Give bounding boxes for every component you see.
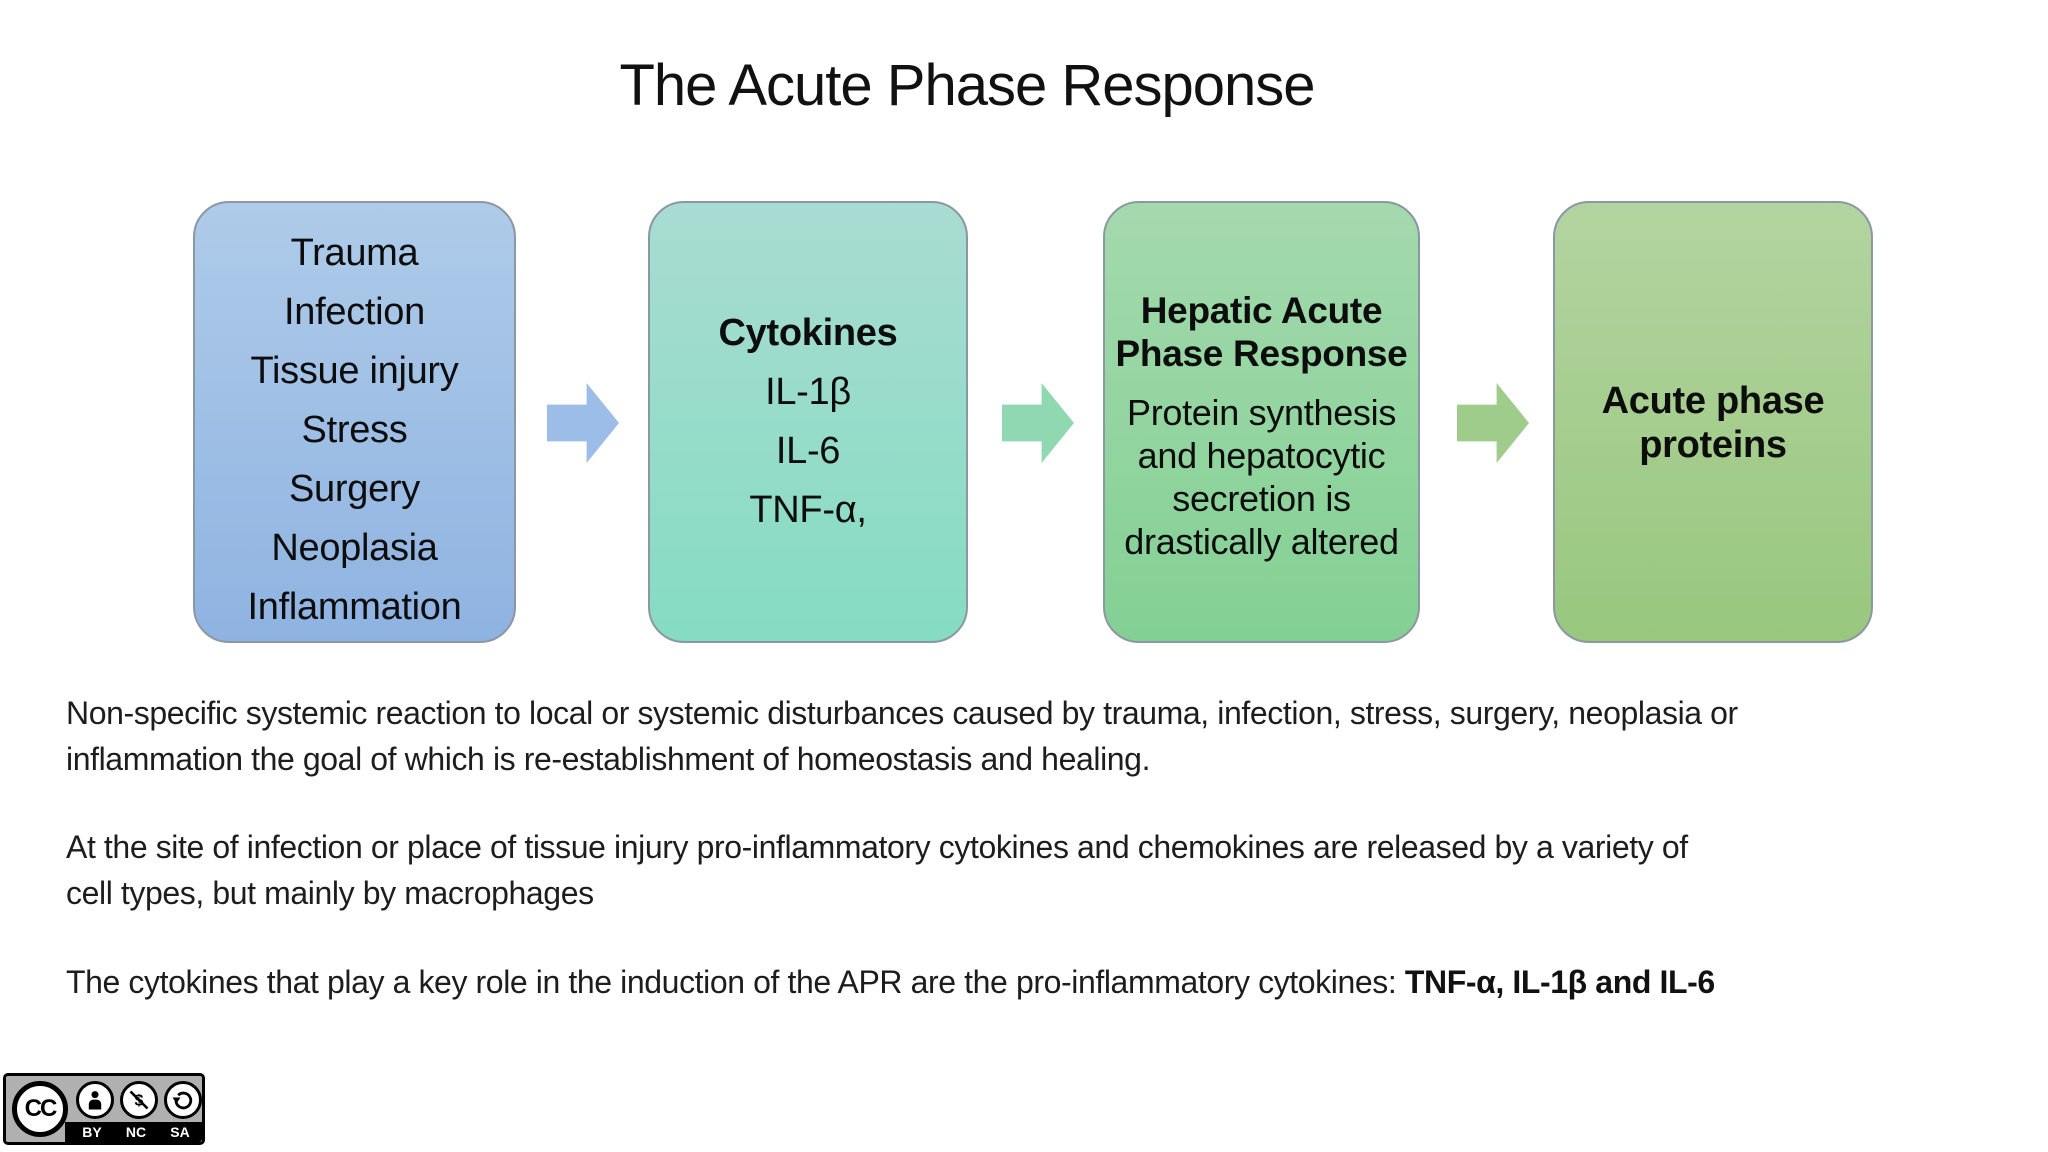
flow-box-triggers: Trauma Infection Tissue injury Stress Su… bbox=[193, 201, 516, 643]
triggers-list: Trauma Infection Tissue injury Stress Su… bbox=[195, 203, 514, 637]
paragraph-definition: Non-specific systemic reaction to local … bbox=[66, 690, 1996, 782]
cc-license-badge: CC $ BY NC SA bbox=[3, 1073, 205, 1145]
cc-label-nc: NC bbox=[125, 1124, 147, 1140]
nc-no-dollar-icon: $ bbox=[120, 1081, 158, 1119]
cytokines-list: Cytokines IL-1β IL-6 TNF-α, bbox=[650, 203, 966, 540]
right-arrow-icon bbox=[1002, 383, 1074, 463]
cc-label-bar: BY NC SA bbox=[65, 1122, 202, 1142]
paragraph-site-of-infection: At the site of infection or place of tis… bbox=[66, 824, 1996, 916]
paragraph-line: At the site of infection or place of tis… bbox=[66, 829, 1688, 865]
cc-label-by: BY bbox=[82, 1124, 102, 1140]
paragraph-line: inflammation the goal of which is re-est… bbox=[66, 741, 1151, 777]
hepatic-description-line: Protein synthesis bbox=[1126, 392, 1397, 433]
hepatic-description-line: and hepatocytic bbox=[1137, 435, 1386, 476]
proteins-heading-line: proteins bbox=[1639, 424, 1787, 466]
cytokines-heading: Cytokines bbox=[718, 312, 898, 354]
trigger-item: Tissue injury bbox=[250, 350, 459, 392]
hepatic-heading-line: Hepatic Acute bbox=[1140, 290, 1383, 331]
cc-label-sa: SA bbox=[170, 1124, 190, 1140]
hepatic-heading-line: Phase Response bbox=[1115, 333, 1408, 374]
hepatic-heading: Hepatic Acute Phase Response bbox=[1105, 203, 1418, 375]
cytokine-item: IL-6 bbox=[775, 430, 841, 472]
trigger-item: Stress bbox=[301, 409, 408, 451]
sa-share-alike-icon bbox=[164, 1081, 202, 1119]
paragraph-line: cell types, but mainly by macrophages bbox=[66, 875, 594, 911]
trigger-item: Inflammation bbox=[247, 586, 462, 628]
trigger-item: Infection bbox=[284, 291, 425, 333]
flow-box-hepatic-response: Hepatic Acute Phase Response Protein syn… bbox=[1103, 201, 1420, 643]
paragraph-line: Non-specific systemic reaction to local … bbox=[66, 695, 1738, 731]
cc-icon: CC bbox=[12, 1081, 68, 1137]
page-title: The Acute Phase Response bbox=[619, 53, 1315, 118]
paragraph-bold-cytokines: TNF-α, IL-1β and IL-6 bbox=[1404, 964, 1715, 1000]
cytokine-item: TNF-α, bbox=[749, 489, 867, 531]
trigger-item: Surgery bbox=[289, 468, 420, 510]
right-arrow-icon bbox=[547, 383, 619, 463]
hepatic-description-line: secretion is bbox=[1172, 478, 1351, 519]
hepatic-description-line: drastically altered bbox=[1124, 521, 1399, 562]
paragraph-text: The cytokines that play a key role in th… bbox=[66, 964, 1405, 1000]
proteins-heading: Acute phase proteins bbox=[1555, 203, 1871, 467]
proteins-heading-line: Acute phase bbox=[1601, 380, 1825, 422]
by-person-icon bbox=[76, 1081, 114, 1119]
flow-box-cytokines: Cytokines IL-1β IL-6 TNF-α, bbox=[648, 201, 968, 643]
right-arrow-icon bbox=[1457, 383, 1529, 463]
trigger-item: Trauma bbox=[290, 232, 419, 274]
paragraph-key-cytokines: The cytokines that play a key role in th… bbox=[66, 959, 1996, 1005]
cytokine-item: IL-1β bbox=[765, 371, 851, 413]
hepatic-description: Protein synthesis and hepatocytic secret… bbox=[1105, 375, 1418, 563]
paragraph-line: The cytokines that play a key role in th… bbox=[66, 959, 1996, 1005]
flow-box-acute-phase-proteins: Acute phase proteins bbox=[1553, 201, 1873, 643]
trigger-item: Neoplasia bbox=[271, 527, 438, 569]
